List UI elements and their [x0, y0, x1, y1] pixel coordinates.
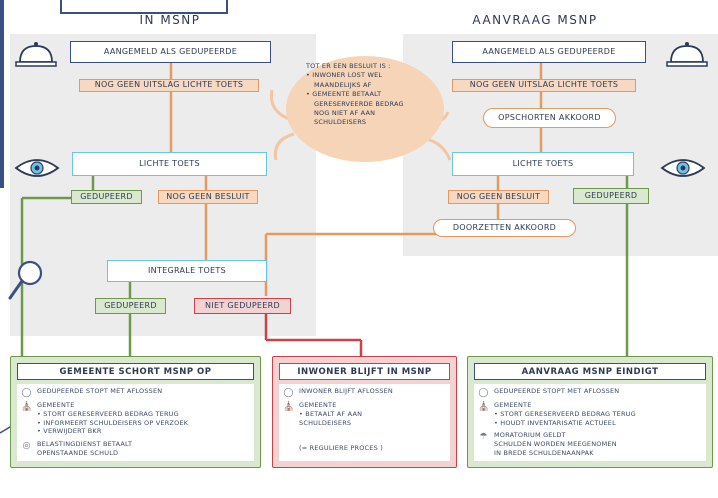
- result-middle-body: ◯ INWONER BLIJFT AFLOSSEN ⛪ GEMEENTE • B…: [279, 384, 450, 461]
- result-row-text: MORATORIUM GELDT SCHULDEN WORDEN MEEGENO…: [494, 431, 617, 457]
- note-line: MAANDELIJKS AF: [314, 80, 372, 89]
- result-row-text: GEMEENTE • STORT GERESERVEERD BEDRAG TER…: [37, 401, 189, 436]
- person-icon: ◯: [478, 388, 489, 398]
- building-icon: ⛪: [478, 402, 490, 412]
- integral-check-box: INTEGRALE TOETS: [107, 260, 267, 282]
- right-light-check-box: LICHTE TOETS: [452, 152, 634, 176]
- result-row-text: BELASTINGDIENST BETAALT OPENSTAANDE SCHU…: [37, 440, 133, 457]
- result-left: GEMEENTE SCHORT MSNP OP ◯ GEDUPEERDE STO…: [10, 356, 261, 468]
- result-row-text: INWONER BLIJFT AFLOSSEN: [299, 387, 393, 395]
- result-row-text: GEDUPEERDE STOPT MET AFLOSSEN: [494, 387, 620, 395]
- result-row-text: GEMEENTE • BETAALT AF AAN SCHULDEISERS: [299, 401, 363, 427]
- left-light-check-box: LICHTE TOETS: [72, 152, 267, 176]
- column-header-right: AANVRAAG MSNP: [472, 13, 598, 27]
- result-row-text: GEDUPEERDE STOPT MET AFLOSSEN: [37, 387, 163, 395]
- note-line: • GEMEENTE BETAALT: [306, 90, 382, 99]
- result-row: ◎ BELASTINGDIENST BETAALT OPENSTAANDE SC…: [21, 440, 250, 458]
- right-no-decision-box: NOG GEEN BESLUIT: [448, 190, 549, 204]
- integral-affected-box: GEDUPEERD: [95, 298, 166, 314]
- left-affected-box: GEDUPEERD: [71, 190, 142, 204]
- integral-not-affected-box: NIET GEDUPEERD: [194, 298, 291, 314]
- right-registered-box: AANGEMELD ALS GEDUPEERDE: [452, 41, 646, 63]
- suspend-agreement-box: OPSCHORTEN AKKOORD: [483, 108, 616, 128]
- coin-icon: ◎: [22, 441, 31, 451]
- note-line: SCHULDEISERS: [314, 118, 367, 127]
- result-row: (= REGULIERE PROCES ): [283, 444, 446, 453]
- result-row: ◯ GEDUPEERDE STOPT MET AFLOSSEN: [478, 387, 702, 398]
- result-middle-title: INWONER BLIJFT IN MSNP: [279, 363, 450, 380]
- result-row: ⛪ GEMEENTE • STORT GERESERVEERD BEDRAG T…: [478, 401, 702, 427]
- result-middle: INWONER BLIJFT IN MSNP ◯ INWONER BLIJFT …: [272, 356, 457, 468]
- left-edge-bar: [0, 0, 4, 188]
- right-no-result-box: NOG GEEN UITSLAG LICHTE TOETS: [452, 79, 636, 92]
- building-icon: ⛪: [21, 402, 33, 412]
- left-registered-box: AANGEMELD ALS GEDUPEERDE: [70, 41, 271, 63]
- center-note-text: TOT ER EEN BESLUIT IS : • INWONER LOST W…: [306, 62, 426, 128]
- left-no-decision-box: NOG GEEN BESLUIT: [158, 190, 258, 204]
- umbrella-icon: ☂: [479, 432, 488, 442]
- frame-fragment: [60, 0, 228, 14]
- left-no-result-box: NOG GEEN UITSLAG LICHTE TOETS: [79, 79, 259, 92]
- note-line: TOT ER EEN BESLUIT IS :: [306, 62, 391, 70]
- result-row: ◯ INWONER BLIJFT AFLOSSEN: [283, 387, 446, 398]
- result-row-text: GEMEENTE • STORT GERESERVEERD BEDRAG TER…: [494, 401, 636, 427]
- bell-icon: [666, 42, 708, 67]
- column-header-left: IN MSNP: [139, 13, 201, 27]
- continue-agreement-box: DOORZETTEN AKKOORD: [433, 219, 576, 237]
- result-right-body: ◯ GEDUPEERDE STOPT MET AFLOSSEN ⛪ GEMEEN…: [474, 384, 706, 461]
- result-row: ⛪ GEMEENTE • STORT GERESERVEERD BEDRAG T…: [21, 401, 250, 436]
- person-icon: ◯: [21, 388, 32, 398]
- result-row: ◯ GEDUPEERDE STOPT MET AFLOSSEN: [21, 387, 250, 398]
- person-icon: ◯: [283, 388, 294, 398]
- eye-icon: [660, 159, 706, 177]
- result-left-body: ◯ GEDUPEERDE STOPT MET AFLOSSEN ⛪ GEMEEN…: [17, 384, 254, 461]
- result-row-text: (= REGULIERE PROCES ): [299, 444, 383, 452]
- note-line: GERESERVEERDE BEDRAG: [314, 99, 404, 108]
- center-note: [286, 56, 444, 162]
- result-right: AANVRAAG MSNP EINDIGT ◯ GEDUPEERDE STOPT…: [467, 356, 713, 468]
- note-line: NOG NIET AF AAN: [314, 109, 376, 118]
- building-icon: ⛪: [283, 402, 295, 412]
- result-row: ☂ MORATORIUM GELDT SCHULDEN WORDEN MEEGE…: [478, 431, 702, 457]
- magnifier-icon: [8, 260, 43, 300]
- right-affected-box: GEDUPEERD: [573, 188, 649, 204]
- eye-icon: [14, 159, 60, 177]
- result-row: ⛪ GEMEENTE • BETAALT AF AAN SCHULDEISERS: [283, 401, 446, 427]
- result-left-title: GEMEENTE SCHORT MSNP OP: [17, 363, 254, 380]
- result-right-title: AANVRAAG MSNP EINDIGT: [474, 363, 706, 380]
- note-line: • INWONER LOST WEL: [306, 71, 383, 80]
- bell-icon: [15, 42, 57, 67]
